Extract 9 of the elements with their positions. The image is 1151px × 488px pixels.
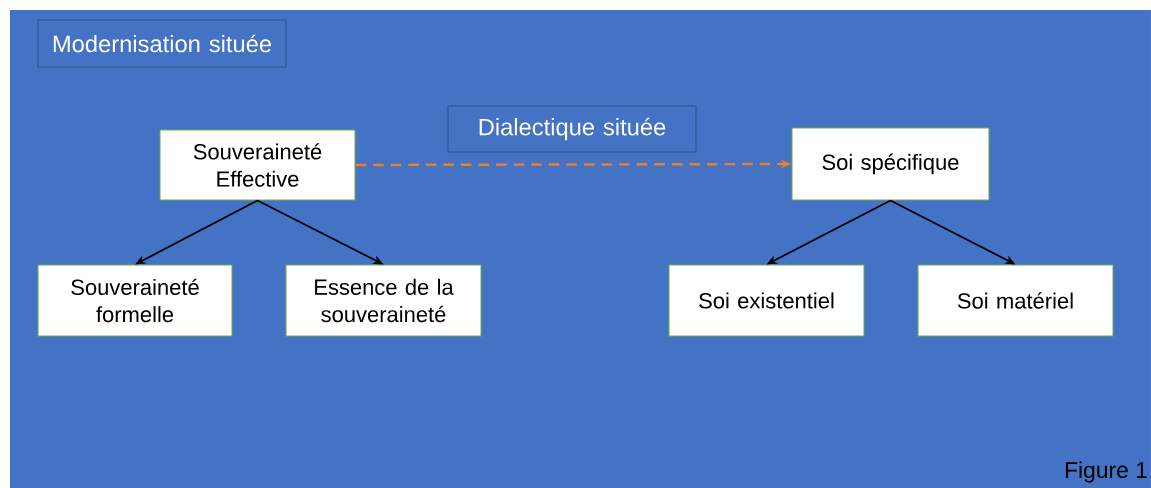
concept-box: Souveraineté Effective [159,129,356,201]
label-box: Dialectique située [447,105,697,153]
concept-box: Souveraineté formelle [37,264,233,337]
concept-box: Soi spécifique [791,127,990,201]
concept-box: Soi matériel [917,264,1114,337]
figure-number: Figure 1 [1065,461,1147,483]
concept-box: Soi existentiel [668,264,865,337]
label-box: Modernisation située [37,19,287,68]
concept-box: Essence de la souveraineté [285,264,482,337]
